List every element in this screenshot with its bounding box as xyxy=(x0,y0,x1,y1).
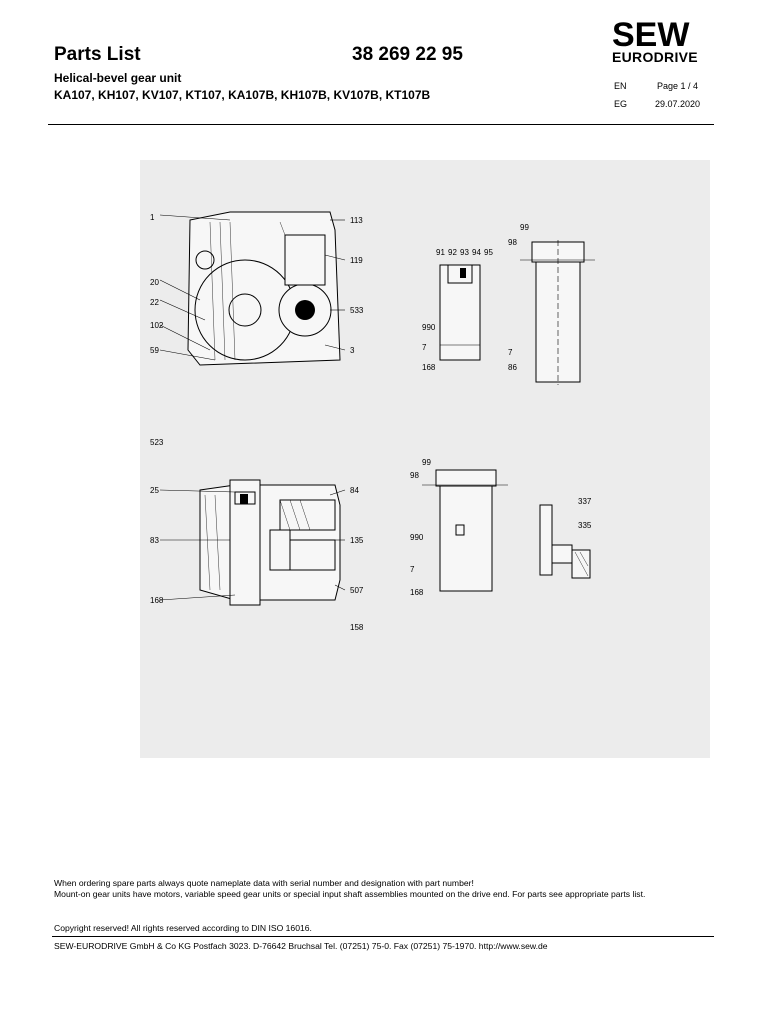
part-label: 102 xyxy=(150,321,164,330)
logo-sub: EURODRIVE xyxy=(612,49,698,65)
page-title: Parts List xyxy=(54,44,141,65)
part-label: 99 xyxy=(520,223,529,232)
part-label: 94 xyxy=(472,248,481,257)
part-label: 168 xyxy=(150,596,164,605)
part-label: 1 xyxy=(150,213,155,222)
part-label: 7 xyxy=(410,565,415,574)
footer-divider xyxy=(52,936,714,937)
part-label: 92 xyxy=(448,248,457,257)
part-label: 7 xyxy=(422,343,427,352)
part-label: 98 xyxy=(508,238,517,247)
part-label: 83 xyxy=(150,536,159,545)
document-date: 29.07.2020 xyxy=(655,99,701,109)
region-code: EG xyxy=(614,99,628,109)
document-subtitle: Helical-bevel gear unit xyxy=(54,71,182,85)
part-labels: 1 20 22 102 59 113 119 533 3 91 92 93 94… xyxy=(150,213,592,632)
part-label: 507 xyxy=(350,586,364,595)
coupling-component xyxy=(539,504,591,579)
part-label: 95 xyxy=(484,248,493,257)
copyright-notice: Copyright reserved! All rights reserved … xyxy=(54,923,312,933)
document-number: 38 269 22 95 xyxy=(352,44,463,65)
part-label: 523 xyxy=(150,438,164,447)
part-label: 99 xyxy=(422,458,431,467)
part-label: 168 xyxy=(410,588,424,597)
part-label: 990 xyxy=(422,323,436,332)
part-label: 3 xyxy=(350,346,355,355)
part-label: 533 xyxy=(350,306,364,315)
logo-brand: SEW xyxy=(612,16,690,54)
hollow-shaft-view-3 xyxy=(422,469,508,592)
language-code: EN xyxy=(614,81,627,91)
part-label: 25 xyxy=(150,486,159,495)
hollow-shaft-view-2 xyxy=(520,240,595,385)
gear-unit-section-view xyxy=(159,479,346,606)
housing-front-view xyxy=(159,211,346,366)
part-label: 335 xyxy=(578,521,592,530)
header-divider xyxy=(48,124,714,125)
part-label: 91 xyxy=(436,248,445,257)
part-label: 84 xyxy=(350,486,359,495)
part-label: 158 xyxy=(350,623,364,632)
part-label: 337 xyxy=(578,497,592,506)
part-label: 7 xyxy=(508,348,513,357)
ordering-notes: When ordering spare parts always quote n… xyxy=(54,878,714,900)
part-label: 22 xyxy=(150,298,159,307)
ordering-note-2: Mount-on gear units have motors, variabl… xyxy=(54,889,646,899)
part-label: 93 xyxy=(460,248,469,257)
part-label: 59 xyxy=(150,346,159,355)
part-label: 86 xyxy=(508,363,517,372)
page-indicator: Page 1 / 4 xyxy=(657,81,699,91)
company-address: SEW-EURODRIVE GmbH & Co KG Postfach 3023… xyxy=(54,941,548,951)
sew-eurodrive-logo: SEW EURODRIVE xyxy=(612,18,718,64)
part-label: 98 xyxy=(410,471,419,480)
part-label: 990 xyxy=(410,533,424,542)
model-list: KA107, KH107, KV107, KT107, KA107B, KH10… xyxy=(54,88,431,102)
part-label: 135 xyxy=(350,536,364,545)
part-label: 168 xyxy=(422,363,436,372)
part-label: 119 xyxy=(350,256,363,265)
part-label: 113 xyxy=(350,216,363,225)
hollow-shaft-view-1 xyxy=(439,264,481,361)
exploded-parts-drawing: 1 20 22 102 59 113 119 533 3 91 92 93 94… xyxy=(140,160,710,758)
part-label: 20 xyxy=(150,278,159,287)
ordering-note-1: When ordering spare parts always quote n… xyxy=(54,878,474,888)
